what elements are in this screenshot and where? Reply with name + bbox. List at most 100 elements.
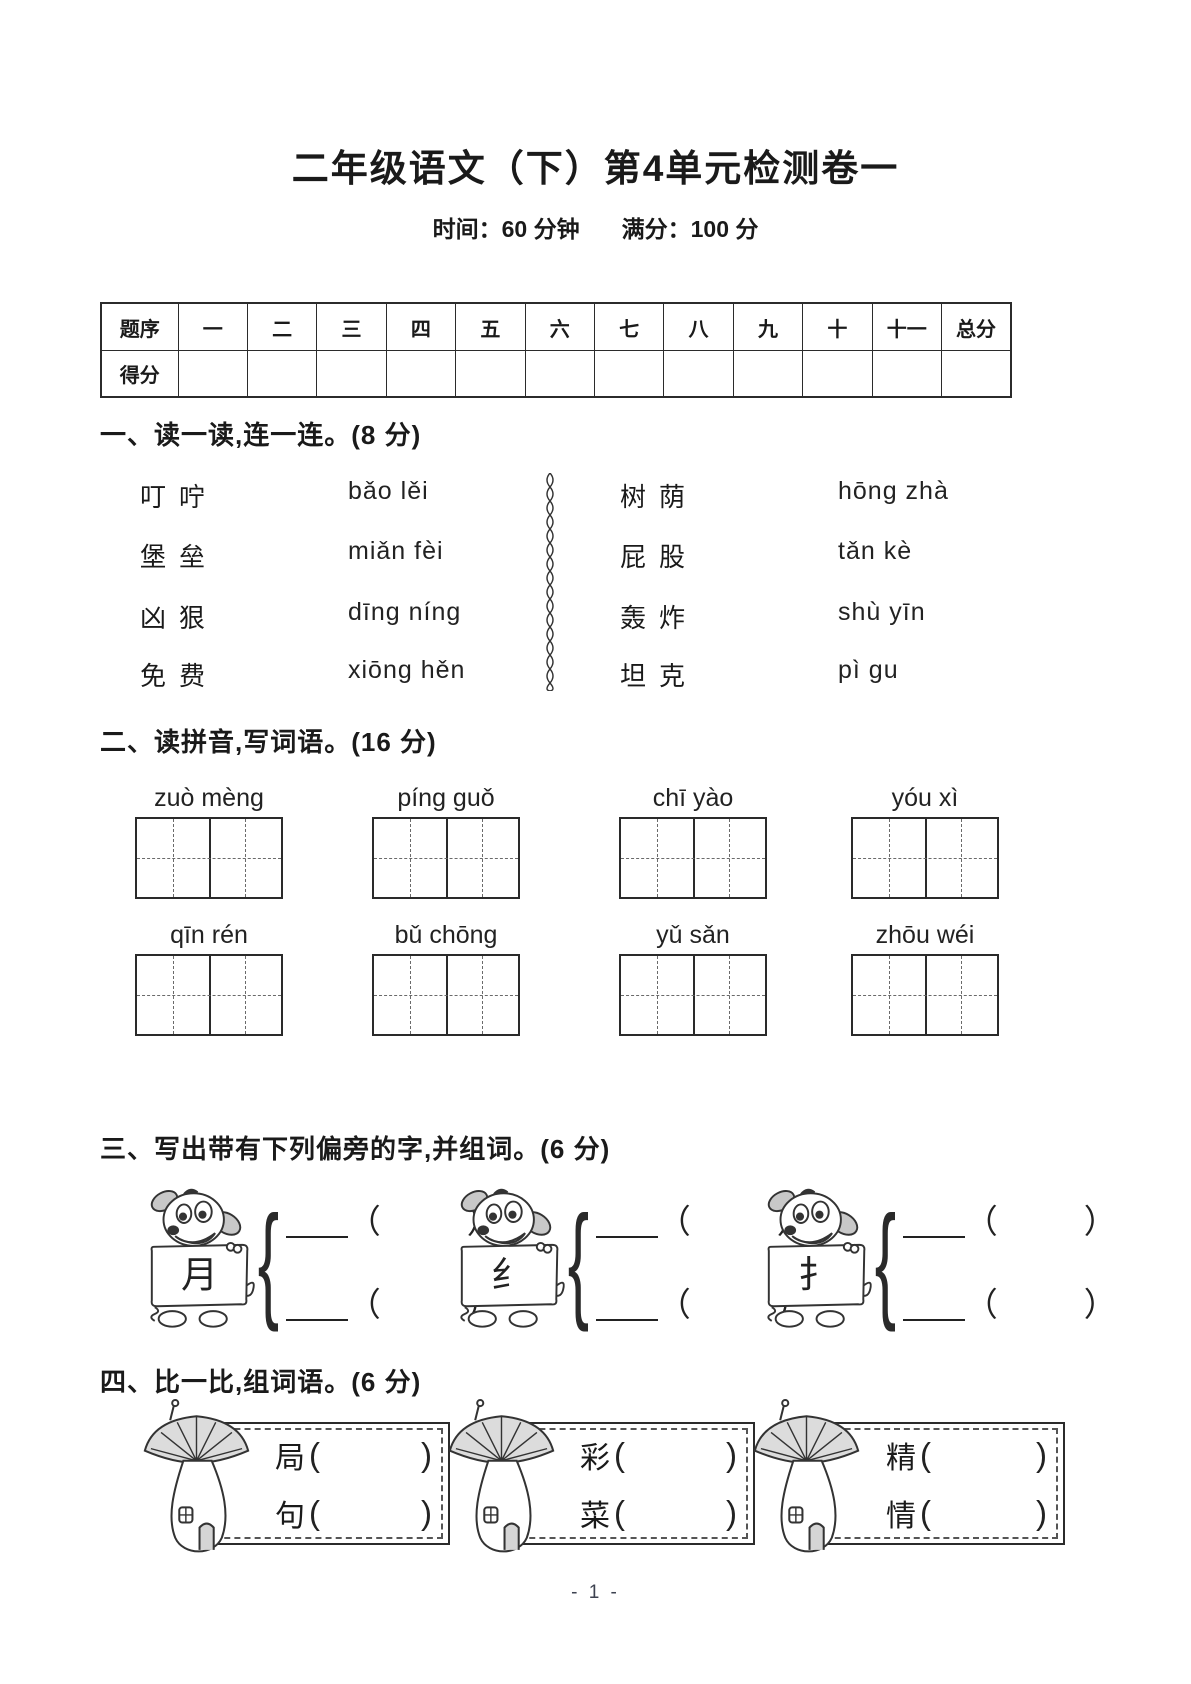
brace: { (567, 1190, 590, 1333)
exam-time: 时间：60 分钟 (432, 216, 580, 242)
writing-box[interactable] (372, 954, 520, 1036)
pinyin-label: qīn rén (170, 921, 248, 949)
answer-gap[interactable] (381, 1291, 467, 1321)
match-word: 屁股 (620, 542, 699, 572)
score-table-col: 十一 (871, 302, 942, 351)
blank-line[interactable] (902, 1206, 965, 1238)
guide-line (374, 995, 518, 996)
exam-full-score: 满分：100 分 (621, 216, 759, 242)
brace: { (257, 1190, 280, 1333)
writing-box[interactable] (619, 954, 767, 1036)
pinyin-label: yóu xì (891, 784, 959, 812)
score-cell[interactable] (316, 350, 387, 398)
dog-mascot: 月 (150, 1188, 255, 1328)
score-cell[interactable] (663, 350, 734, 398)
writing-box[interactable] (619, 817, 767, 899)
answer-gap[interactable] (998, 1291, 1084, 1321)
radical-exercise-group: 纟 { （ ） （ ） (455, 1188, 810, 1340)
guide-line (621, 858, 765, 859)
blank-line[interactable] (285, 1289, 348, 1321)
writing-box[interactable] (135, 954, 283, 1036)
score-table-col: 三 (316, 302, 387, 351)
radical-character: 月 (181, 1255, 218, 1296)
writing-box[interactable] (851, 817, 999, 899)
score-cell[interactable] (524, 350, 595, 398)
answer-blanks: （ ） （ ） (588, 1188, 810, 1338)
paren-open: （ (964, 1286, 998, 1323)
blank-line[interactable] (902, 1289, 965, 1321)
blank-line[interactable] (595, 1206, 658, 1238)
pair-char: 局 (275, 1442, 305, 1475)
score-table-col: 四 (385, 302, 457, 351)
match-pinyin: dīng níng (348, 598, 462, 626)
paren-close: ) (726, 1436, 737, 1473)
pinyin-word-group: zhōu wéi (851, 921, 999, 1036)
pinyin-word-group: yǔ sǎn (619, 921, 767, 1036)
pinyin-label: chī yào (652, 784, 734, 812)
exam-meta: 时间：60 分钟 满分：100 分 (0, 210, 1191, 244)
pair-char: 句 (275, 1500, 305, 1533)
score-table-col: 二 (246, 302, 318, 351)
score-cell[interactable] (593, 350, 665, 398)
paren-open: ( (309, 1494, 320, 1531)
score-cell[interactable] (246, 350, 318, 398)
paren-open: ( (614, 1436, 625, 1473)
match-word: 叮咛 (140, 482, 219, 512)
score-cell[interactable] (732, 350, 804, 398)
pinyin-label: zhōu wéi (875, 921, 975, 949)
score-cell[interactable] (802, 350, 873, 398)
match-pinyin: bǎo lěi (348, 477, 429, 505)
guide-line (853, 858, 997, 859)
section4-heading: 四、比一比,组词语。(6 分) (100, 1367, 422, 1397)
paren-close: ) (421, 1494, 432, 1531)
score-row-label: 得分 (100, 350, 179, 398)
answer-row: （ ） (902, 1202, 1117, 1238)
answer-gap[interactable] (381, 1208, 467, 1238)
page-number: - 1 - (571, 1582, 620, 1603)
pair-char: 菜 (580, 1500, 610, 1533)
writing-box[interactable] (135, 817, 283, 899)
score-cell[interactable] (385, 350, 457, 398)
writing-box[interactable] (851, 954, 999, 1036)
match-pinyin: tǎn kè (838, 537, 913, 565)
match-word: 堡垒 (140, 542, 219, 572)
paren-open: ( (920, 1494, 931, 1531)
pair-char: 彩 (580, 1442, 610, 1475)
guide-line (374, 858, 518, 859)
paren-open: ( (309, 1436, 320, 1473)
score-table-col: 一 (177, 302, 248, 351)
score-cell[interactable] (871, 350, 942, 398)
match-pinyin: pì gu (838, 656, 899, 684)
paren-open: （ (657, 1203, 691, 1240)
pair-row: 菜 ( ) (580, 1494, 737, 1533)
pinyin-word-group: qīn rén (135, 921, 283, 1036)
paren-open: ( (614, 1494, 625, 1531)
answer-gap[interactable] (998, 1208, 1084, 1238)
answer-row: （ ） (902, 1285, 1117, 1323)
score-cell[interactable] (455, 350, 526, 398)
writing-box[interactable] (372, 817, 520, 899)
paren-close: ) (421, 1436, 432, 1473)
answer-blanks: （ ） （ ） (895, 1188, 1117, 1338)
match-pinyin: hōng zhà (838, 477, 949, 505)
guide-line (137, 995, 281, 996)
blank-line[interactable] (595, 1289, 658, 1321)
blank-line[interactable] (285, 1206, 348, 1238)
score-table-col: 十 (802, 302, 873, 351)
pair-row: 局 ( ) (275, 1436, 432, 1475)
score-cell[interactable] (940, 350, 1012, 398)
score-table: 题序 一 二 三 四 五 六 七 八 九 十 十一 总分 得分 (100, 302, 1012, 398)
score-cell[interactable] (177, 350, 248, 398)
mushroom-house (753, 1399, 860, 1553)
paren-close: ) (1036, 1436, 1047, 1473)
pair-row: 彩 ( ) (580, 1436, 737, 1475)
pair-row: 情 ( ) (886, 1494, 1047, 1533)
guide-line (853, 995, 997, 996)
answer-row: （ ） (285, 1202, 500, 1238)
score-table-header-row: 题序 一 二 三 四 五 六 七 八 九 十 十一 总分 (100, 302, 1012, 351)
paren-close: ) (1036, 1494, 1047, 1531)
pinyin-label: bǔ chōng (394, 921, 498, 949)
pinyin-word-group: bǔ chōng (372, 921, 520, 1036)
paren-open: ( (920, 1436, 931, 1473)
